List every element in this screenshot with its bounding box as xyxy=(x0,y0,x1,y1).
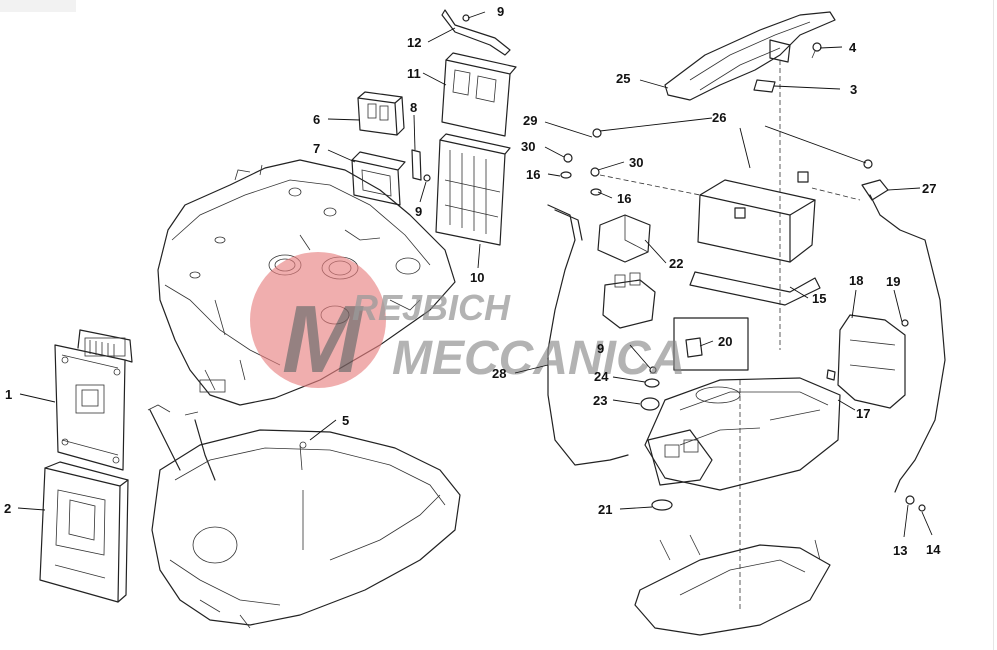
nut xyxy=(826,369,836,381)
fuse-callout-box xyxy=(673,317,749,371)
watermark: M REJBICH MECCANICA xyxy=(250,252,685,393)
bolt xyxy=(590,167,600,177)
callout-6: 6 xyxy=(313,112,320,127)
callout-29: 29 xyxy=(523,113,537,128)
relay-cap xyxy=(597,214,651,263)
callout-30-left: 30 xyxy=(521,139,535,154)
callout-26: 26 xyxy=(712,110,726,125)
alignment-line xyxy=(811,187,861,201)
connector-holder xyxy=(351,151,406,206)
bolt xyxy=(863,159,873,169)
cable-terminal xyxy=(861,179,889,201)
rear-cover xyxy=(664,11,836,101)
fuse-box xyxy=(435,133,511,246)
callout-3: 3 xyxy=(850,82,857,97)
callout-5: 5 xyxy=(342,413,349,428)
screw xyxy=(423,174,431,182)
callout-8: 8 xyxy=(410,100,417,115)
callout-21: 21 xyxy=(598,502,612,517)
rubber-pad xyxy=(753,79,776,93)
leader-lines xyxy=(17,11,933,538)
washer xyxy=(644,378,660,388)
battery-cable-negative xyxy=(547,204,629,466)
watermark-line2: MECCANICA xyxy=(392,332,685,385)
battery-tray xyxy=(644,377,841,491)
callout-numbers: 1 2 3 4 5 6 7 8 9 9 9 10 11 12 13 14 15 … xyxy=(4,4,941,558)
callout-19: 19 xyxy=(886,274,900,289)
battery-cable-positive xyxy=(869,194,946,493)
screw xyxy=(901,319,909,327)
callout-10: 10 xyxy=(470,270,484,285)
callout-27: 27 xyxy=(922,181,936,196)
nut xyxy=(640,397,660,411)
alignment-line xyxy=(599,174,701,196)
callout-7: 7 xyxy=(313,141,320,156)
bolt xyxy=(563,153,573,163)
mounting-bracket xyxy=(441,9,511,56)
screw xyxy=(811,42,822,59)
bolt xyxy=(592,128,602,138)
callout-18: 18 xyxy=(849,273,863,288)
ecu-holder xyxy=(39,461,129,603)
lower-bracket xyxy=(634,534,831,636)
connector-block xyxy=(357,91,405,136)
washer xyxy=(905,495,915,505)
bracket xyxy=(411,149,422,181)
callout-24: 24 xyxy=(594,369,609,384)
relay-module xyxy=(441,52,517,137)
watermark-circle xyxy=(250,252,386,388)
callout-25: 25 xyxy=(616,71,630,86)
watermark-line1: REJBICH xyxy=(352,287,511,328)
frame-tray xyxy=(147,404,461,629)
callout-17: 17 xyxy=(856,406,870,421)
callout-15: 15 xyxy=(812,291,826,306)
callout-9-left: 9 xyxy=(415,204,422,219)
screw xyxy=(649,366,657,374)
callout-1: 1 xyxy=(5,387,12,402)
starter-relay xyxy=(602,272,656,329)
callout-2: 2 xyxy=(4,501,11,516)
callout-13: 13 xyxy=(893,543,907,558)
battery xyxy=(697,171,816,263)
callout-11: 11 xyxy=(407,66,421,81)
regulator xyxy=(837,314,906,409)
watermark-logo: M xyxy=(282,286,364,393)
callout-14: 14 xyxy=(926,542,941,557)
callout-9-top: 9 xyxy=(497,4,504,19)
cable-end xyxy=(554,209,583,241)
page-edge xyxy=(993,0,994,650)
fuse xyxy=(685,337,703,358)
washer xyxy=(590,188,602,196)
callout-12: 12 xyxy=(407,35,421,50)
callout-16-left: 16 xyxy=(526,167,540,182)
callout-23: 23 xyxy=(593,393,607,408)
battery-pad xyxy=(689,271,821,306)
callout-30-right: 30 xyxy=(629,155,643,170)
callout-20: 20 xyxy=(718,334,732,349)
callout-22: 22 xyxy=(669,256,683,271)
callout-16-right: 16 xyxy=(617,191,631,206)
ecu-unit xyxy=(54,329,133,471)
callout-9-right: 9 xyxy=(597,341,604,356)
grommet xyxy=(651,499,673,511)
callout-28: 28 xyxy=(492,366,506,381)
callout-4: 4 xyxy=(849,40,857,55)
corner-tab xyxy=(0,0,76,12)
screw xyxy=(918,504,926,512)
washer xyxy=(560,171,572,179)
